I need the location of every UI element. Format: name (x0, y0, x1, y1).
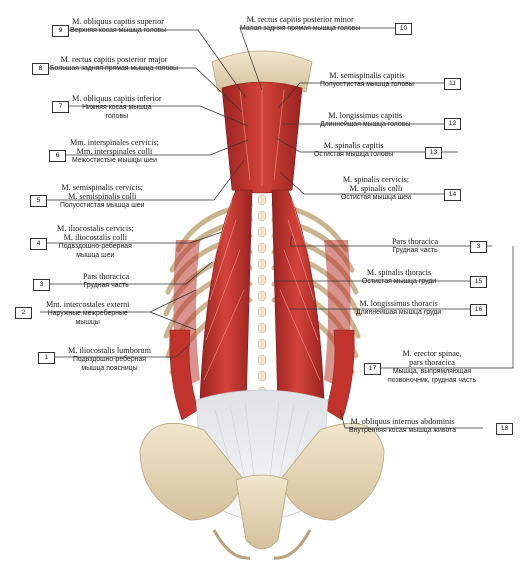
russian-term: мышца поясницы (81, 365, 138, 372)
latin-term: Mm. intercostales externi (46, 300, 130, 309)
russian-term: Подвздошно-реберная (58, 243, 132, 250)
label-number-3-right: 3 (470, 241, 487, 253)
label-interspinales-cervicis: Mm. interspinales cervicis; Mm. interspi… (70, 138, 159, 165)
label-intercostales-externi: Mm. intercostales externi Наружные межре… (46, 300, 129, 327)
label-iliocostalis-lumborum: M. iliocostalis lumborum Подвздошно-ребе… (68, 346, 151, 373)
russian-term: Наружные межреберные (47, 310, 128, 317)
russian-term: мышца шеи (76, 252, 115, 259)
latin-term: M. longissimus capitis (328, 111, 403, 120)
pelvis-left (139, 423, 245, 521)
label-longissimus-thoracis: M. longissimus thoracis Длиннейшая мышца… (356, 299, 441, 317)
latin-term: M. rectus capitis posterior minor (246, 15, 354, 24)
russian-term: Полуостистая мышца головы (320, 81, 414, 88)
russian-term: Межостистые мышцы шеи (71, 157, 157, 164)
russian-term: Остистая мышца шеи (341, 194, 411, 201)
russian-term: головы (105, 113, 129, 120)
label-number-15: 15 (470, 276, 487, 288)
label-number-1: 1 (38, 352, 55, 364)
label-number-11: 11 (444, 78, 461, 90)
label-number-18: 18 (496, 423, 513, 435)
russian-term: Мышца, выпрямляющая (392, 368, 472, 375)
label-obliquus-capitis-inferior: M. obliquus capitis inferior Нижняя коса… (72, 94, 162, 121)
russian-term: Грудная часть (83, 282, 129, 289)
label-obliquus-internus-abdominis: M. obliquus internus abdominis Внутрення… (349, 417, 456, 435)
latin-term: M. spinalis colli (349, 184, 403, 193)
label-number-2: 2 (15, 307, 32, 319)
russian-term: Грудная часть (392, 247, 438, 254)
label-iliocostalis-cervicis: M. iliocostalis cervicis; M. iliocostali… (57, 224, 134, 260)
russian-term: Внутренняя косая мышца живота (349, 427, 457, 434)
erector-spinae-right (271, 189, 325, 411)
russian-term: Длиннейшая мышца головы (320, 121, 411, 128)
russian-term: Остистая мышца головы (314, 151, 394, 158)
label-number-4: 4 (30, 238, 47, 250)
latin-term: M. obliquus internus abdominis (350, 417, 455, 426)
label-number-6: 6 (49, 150, 66, 162)
label-obliquus-capitis-superior: M. obliquus capitis superior Верхняя кос… (70, 17, 166, 35)
russian-term: Подвздошно-реберная (72, 356, 147, 363)
label-number-7: 7 (52, 101, 69, 113)
label-spinalis-cervicis: M. spinalis cervicis; M. spinalis colli … (341, 175, 411, 202)
latin-term: M. iliocostalis lumborum (68, 346, 152, 355)
label-number-14: 14 (444, 189, 461, 201)
label-semispinalis-capitis: M. semispinalis capitis Полуостистая мыш… (320, 71, 414, 89)
label-number-8: 8 (32, 63, 49, 75)
russian-term: Большая задняя прямая мышца головы (50, 65, 178, 72)
latin-term: M. rectus capitis posterior major (60, 55, 168, 64)
label-rectus-capitis-posterior-minor: M. rectus capitis posterior minor Малая … (240, 15, 360, 33)
label-number-10: 10 (395, 23, 412, 35)
latin-term: Pars thoracica (392, 237, 439, 246)
label-number-3-left: 3 (33, 279, 50, 291)
label-number-17: 17 (364, 363, 381, 375)
latin-term: M. iliocostalis cervicis; (57, 224, 134, 233)
spinous-processes (257, 194, 267, 398)
russian-term: Длиннейшая мышца груди (356, 309, 442, 316)
label-rectus-capitis-posterior-major: M. rectus capitis posterior major Больша… (50, 55, 178, 73)
sacrum (235, 474, 289, 550)
russian-term: позвоночник, грудная часть (388, 377, 477, 384)
russian-term: Остистая мышца груди (362, 278, 437, 285)
latin-term: Mm. interspinales colli (76, 147, 153, 156)
erector-spinae-left (199, 189, 253, 411)
label-erector-spinae-pars-thoracica: M. erector spinae, pars thoracica Мышца,… (388, 349, 476, 385)
label-number-16: 16 (470, 304, 487, 316)
latin-term: M. semispinalis capitis (329, 71, 405, 80)
label-spinalis-capitis: M. spinalis capitis Остистая мышца голов… (314, 141, 393, 159)
latin-term: M. spinalis capitis (323, 141, 384, 150)
russian-term: Полуостистая мышца шеи (60, 202, 145, 209)
russian-term: Малая задняя прямая мышца головы (240, 25, 361, 32)
latin-term: M. longissimus thoracis (359, 299, 438, 308)
label-pars-thoracica-right: Pars thoracica Грудная часть (392, 237, 438, 255)
label-number-9: 9 (52, 25, 69, 37)
latin-term: M. semispinalis colli (67, 192, 137, 201)
latin-term: M. obliquus capitis superior (72, 17, 165, 26)
russian-term: Нижняя косая мышца (82, 104, 152, 111)
latin-term: M. spinalis thoracis (366, 268, 432, 277)
latin-term: pars thoracica (409, 358, 455, 367)
label-number-13: 13 (425, 147, 442, 159)
latin-term: M. erector spinae, (402, 349, 462, 358)
latin-term: Pars thoracica (83, 272, 130, 281)
russian-term: мышцы (75, 319, 100, 326)
latin-term: M. obliquus capitis inferior (72, 94, 162, 103)
latin-term: M. spinalis cervicis; (342, 175, 410, 184)
latin-term: M. iliocostalis colli (63, 233, 128, 242)
label-pars-thoracica-left: Pars thoracica Грудная часть (83, 272, 129, 290)
label-number-12: 12 (444, 118, 461, 130)
label-longissimus-capitis: M. longissimus capitis Длиннейшая мышца … (320, 111, 410, 129)
latin-term: Mm. interspinales cervicis; (70, 138, 159, 147)
russian-term: Верхняя косая мышца головы (70, 27, 167, 34)
label-number-5: 5 (30, 195, 47, 207)
label-semispinalis-cervicis: M. semispinalis cervicis; M. semispinali… (60, 183, 144, 210)
latin-term: M. semispinalis cervicis; (61, 183, 144, 192)
label-spinalis-thoracis: M. spinalis thoracis Остистая мышца груд… (362, 268, 436, 286)
